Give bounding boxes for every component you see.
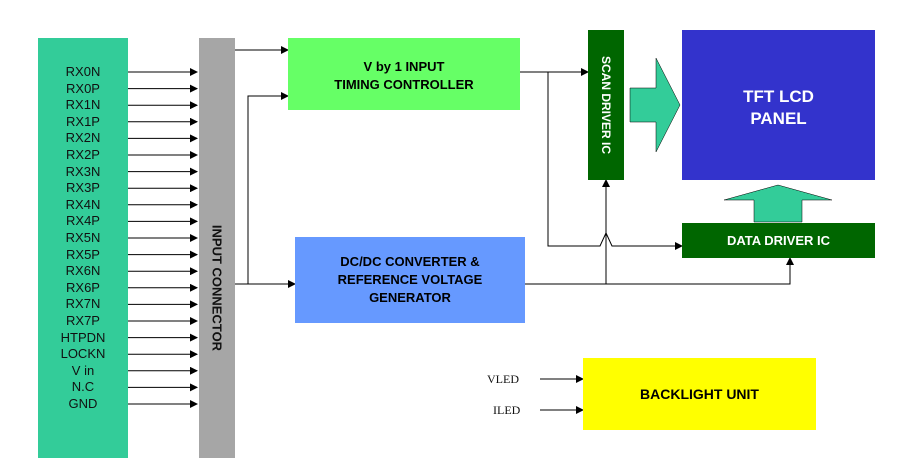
- signal-label: RX1P: [66, 113, 100, 129]
- signal-label: RX5P: [66, 246, 100, 262]
- data-driver-to-panel-arrow: [723, 184, 833, 223]
- wire-tcon-to-data-driver: [547, 72, 683, 250]
- timing-controller-line1: V by 1 INPUT: [363, 59, 445, 74]
- panel-line1: TFT LCD: [743, 87, 814, 106]
- scan-driver-label: SCAN DRIVER IC: [599, 55, 613, 155]
- signal-label: RX0N: [65, 64, 101, 79]
- signal-label: RX6N: [65, 263, 101, 279]
- input-connector-label: INPUT CONNECTOR: [209, 224, 225, 352]
- signal-label: RX7N: [65, 296, 101, 312]
- wire-connector-to-tcon-lower: [247, 92, 289, 284]
- backlight-label: BACKLIGHT UNIT: [640, 386, 759, 402]
- signal-label: V in: [71, 362, 95, 378]
- scan-driver-block: SCAN DRIVER IC: [588, 30, 624, 180]
- input-connector: INPUT CONNECTOR: [199, 38, 235, 458]
- signal-label: RX4P: [66, 213, 100, 229]
- signal-arrows: [128, 68, 198, 408]
- signal-label: RX0P: [66, 80, 100, 96]
- tft-lcd-panel-block: TFT LCD PANEL: [682, 30, 875, 180]
- signal-label: RX6P: [66, 279, 100, 295]
- signal-label: RX2N: [65, 130, 101, 146]
- signal-label: LOCKN: [60, 346, 106, 362]
- signal-label: N.C: [71, 379, 95, 395]
- data-driver-label: DATA DRIVER IC: [726, 233, 831, 248]
- signal-label: RX3N: [65, 163, 101, 179]
- signal-label: RX7P: [66, 313, 100, 328]
- dcdc-line1: DC/DC CONVERTER &: [340, 254, 480, 269]
- dcdc-line2: REFERENCE VOLTAGE: [337, 272, 483, 287]
- signal-label: HTPDN: [60, 329, 106, 345]
- panel-line2: PANEL: [750, 109, 807, 128]
- signal-label: GND: [68, 396, 98, 411]
- scan-to-panel-arrow: [629, 57, 681, 153]
- vled-label: VLED: [487, 372, 519, 386]
- iled-label: ILED: [493, 403, 521, 417]
- wire-dcdc-to-data-driver: [606, 257, 794, 285]
- timing-controller-block: V by 1 INPUT TIMING CONTROLLER: [288, 38, 520, 110]
- signal-label: RX4N: [65, 196, 101, 212]
- backlight-unit-block: BACKLIGHT UNIT: [583, 358, 816, 430]
- data-driver-block: DATA DRIVER IC: [682, 223, 875, 258]
- signal-label: RX1N: [65, 97, 101, 113]
- wire-dcdc-to-scan: [525, 179, 610, 285]
- signal-label: RX3P: [66, 180, 100, 196]
- signal-label: RX2P: [66, 147, 100, 162]
- dcdc-line3: GENERATOR: [369, 290, 451, 305]
- dcdc-converter-block: DC/DC CONVERTER & REFERENCE VOLTAGE GENE…: [295, 237, 525, 323]
- signal-label: RX5N: [65, 230, 101, 245]
- timing-controller-line2: TIMING CONTROLLER: [334, 77, 474, 92]
